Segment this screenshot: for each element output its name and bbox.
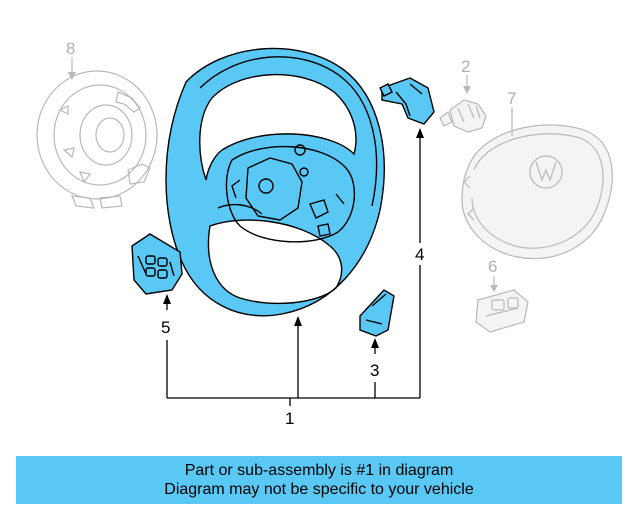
clockspring-part[interactable] xyxy=(36,70,158,209)
lower-cover-part[interactable] xyxy=(359,289,395,337)
switch-bracket-part[interactable] xyxy=(475,289,529,333)
info-banner: Part or sub-assembly is #1 in diagram Di… xyxy=(16,456,622,504)
steering-wheel-part[interactable] xyxy=(165,47,385,317)
callout-6[interactable]: 6 xyxy=(488,257,497,276)
banner-line-2: Diagram may not be specific to your vehi… xyxy=(164,481,474,498)
steering-wheel-arrowhead xyxy=(294,316,302,326)
clockspring-arrowhead xyxy=(68,72,76,80)
callout-4-mask xyxy=(410,243,430,265)
right-switch-arrowhead xyxy=(416,128,424,138)
callout-1[interactable]: 1 xyxy=(285,409,294,428)
callout-2[interactable]: 2 xyxy=(461,57,470,76)
left-switch-arrowhead xyxy=(163,294,171,304)
callout-8[interactable]: 8 xyxy=(66,39,75,58)
callout-7[interactable]: 7 xyxy=(507,89,516,108)
callout-4[interactable]: 4 xyxy=(415,245,424,264)
callout-5[interactable]: 5 xyxy=(161,318,170,337)
airbag-module-part[interactable] xyxy=(461,124,613,260)
banner-line-1: Part or sub-assembly is #1 in diagram xyxy=(184,462,454,479)
callout-3[interactable]: 3 xyxy=(370,361,379,380)
trim-cover-arrowhead xyxy=(463,86,471,94)
lower-cover-arrowhead xyxy=(371,338,379,348)
right-switch-part[interactable] xyxy=(379,77,435,125)
trim-cover-part[interactable] xyxy=(439,99,487,133)
bracket-arrowhead xyxy=(490,285,498,292)
left-switch-part[interactable] xyxy=(131,233,183,295)
